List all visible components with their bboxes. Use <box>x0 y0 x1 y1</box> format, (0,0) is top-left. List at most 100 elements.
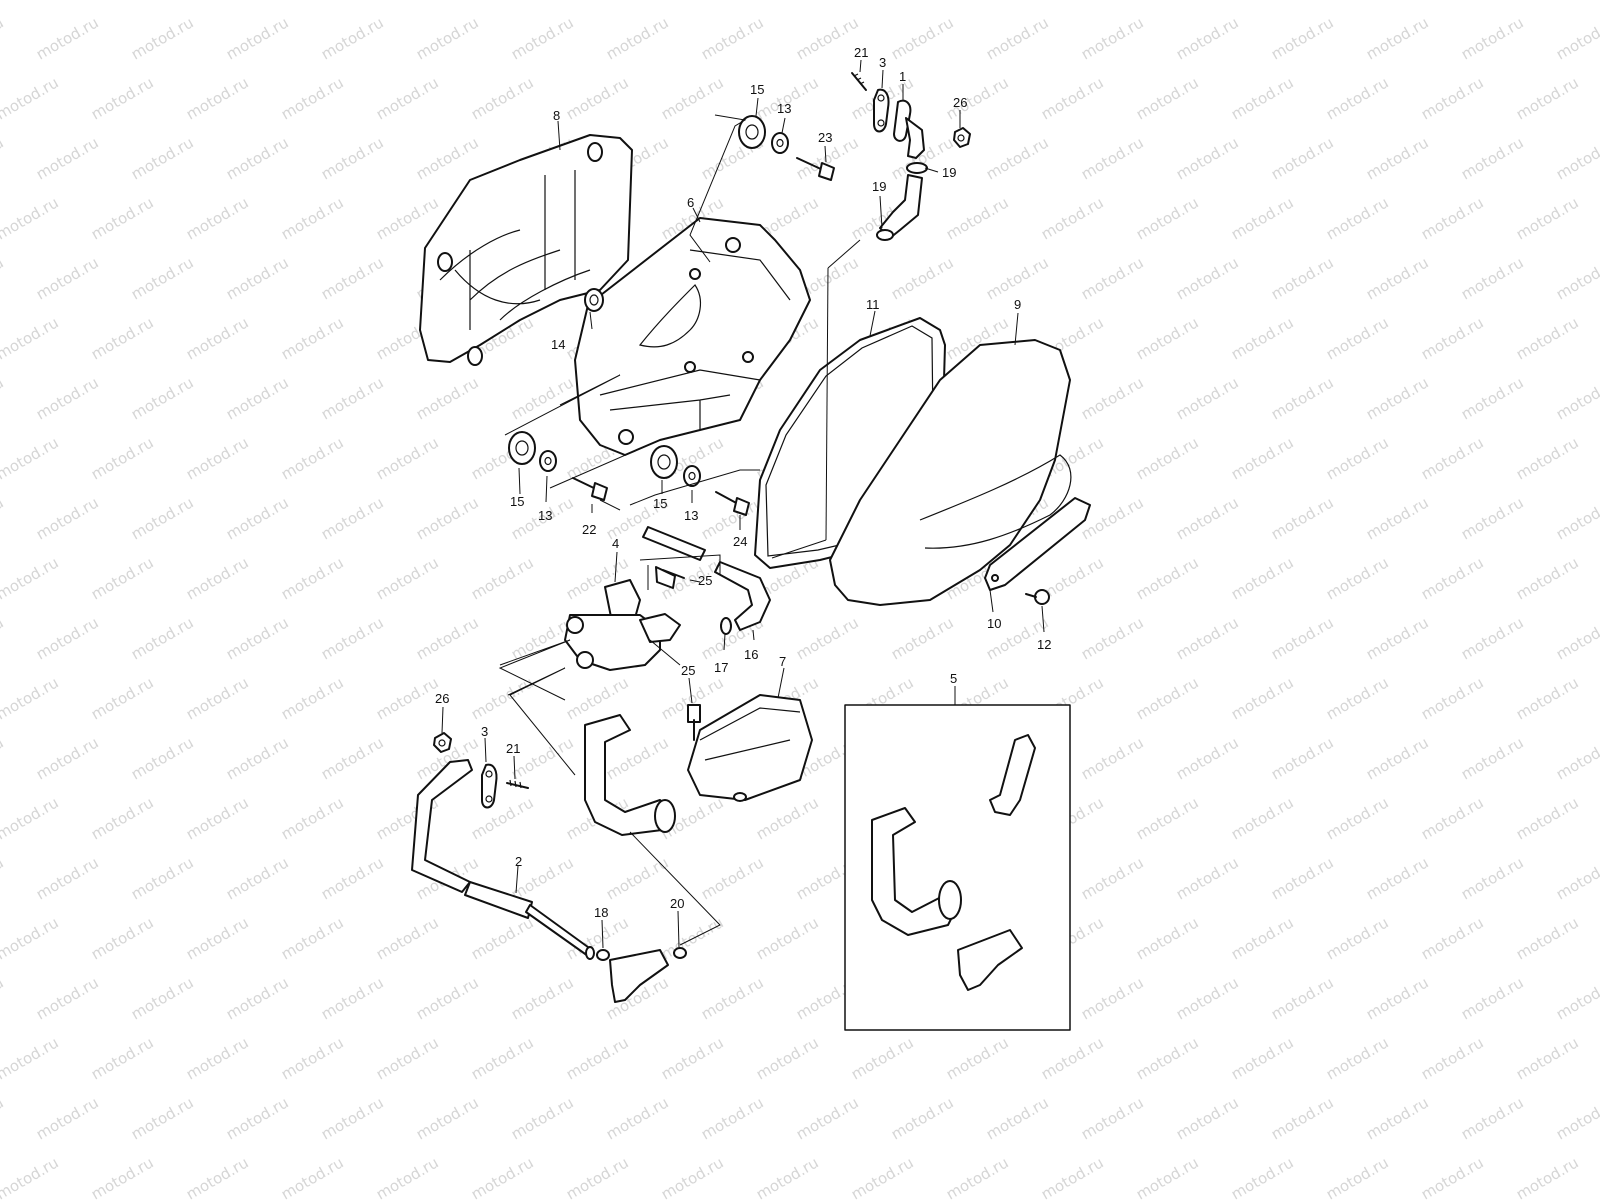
watermark-text: motod.ru <box>1363 973 1432 1023</box>
watermark-text: motod.ru <box>1268 253 1337 303</box>
part-2-pipe <box>411 759 595 960</box>
watermark-text: motod.ru <box>983 13 1052 63</box>
watermark-text: motod.ru <box>1038 1153 1107 1200</box>
watermark-text: motod.ru <box>1228 913 1297 963</box>
watermark-text: motod.ru <box>183 913 252 963</box>
watermark-text: motod.ru <box>1078 613 1147 663</box>
watermark-text: motod.ru <box>888 253 957 303</box>
watermark-text: motod.ru <box>223 133 292 183</box>
part-1-flange-pipe <box>893 99 925 159</box>
watermark-text: motod.ru <box>0 613 7 663</box>
watermark-text: motod.ru <box>1173 853 1242 903</box>
watermark-text: motod.ru <box>278 793 347 843</box>
watermark-text: motod.ru <box>0 253 7 303</box>
watermark-text: motod.ru <box>1173 253 1242 303</box>
callout-16: 16 <box>744 647 758 662</box>
callout-8: 8 <box>553 108 560 123</box>
watermark-text: motod.ru <box>318 373 387 423</box>
watermark-text: motod.ru <box>413 133 482 183</box>
callout-10: 10 <box>987 616 1001 631</box>
watermark-text: motod.ru <box>33 13 102 63</box>
watermark-text: motod.ru <box>88 313 157 363</box>
watermark-text: motod.ru <box>373 553 442 603</box>
watermark-text: motod.ru <box>1268 973 1337 1023</box>
callout-labels: 21 3 1 26 15 13 23 19 19 8 6 14 11 9 15 … <box>435 45 1051 920</box>
watermark-text: motod.ru <box>128 253 197 303</box>
watermark-text: motod.ru <box>753 793 822 843</box>
watermark-text: motod.ru <box>1173 733 1242 783</box>
callout-24: 24 <box>733 534 747 549</box>
part-small-hose-bottom <box>609 949 669 1003</box>
watermark-text: motod.ru <box>603 1093 672 1143</box>
part-7-canister <box>687 694 813 802</box>
watermark-text: motod.ru <box>33 373 102 423</box>
watermark-text: motod.ru <box>223 253 292 303</box>
watermark-text: motod.ru <box>1268 133 1337 183</box>
watermark-text: motod.ru <box>1418 1153 1487 1200</box>
part-14-grommet <box>584 288 604 312</box>
watermark-text: motod.ru <box>1228 673 1297 723</box>
watermark-text: motod.ru <box>318 733 387 783</box>
watermark-text: motod.ru <box>223 493 292 543</box>
watermark-text: motod.ru <box>33 613 102 663</box>
watermark-text: motod.ru <box>1418 313 1487 363</box>
watermark-text: motod.ru <box>278 913 347 963</box>
watermark-text: motod.ru <box>128 853 197 903</box>
watermark-text: motod.ru <box>753 1033 822 1083</box>
watermark-text: motod.ru <box>1553 13 1600 63</box>
part-25-bolt-upper <box>655 566 685 589</box>
callout-13: 13 <box>777 101 791 116</box>
watermark-text: motod.ru <box>1228 313 1297 363</box>
watermark-text: motod.ru <box>0 853 7 903</box>
callout-25: 25 <box>681 663 695 678</box>
watermark-text: motod.ru <box>603 13 672 63</box>
watermark-text: motod.ru <box>1228 553 1297 603</box>
part-26-nut-top <box>953 127 971 148</box>
watermark-text: motod.ru <box>183 673 252 723</box>
watermark-text: motod.ru <box>888 613 957 663</box>
watermark-text: motod.ru <box>1133 673 1202 723</box>
watermark-text: motod.ru <box>1078 133 1147 183</box>
watermark-text: motod.ru <box>983 1093 1052 1143</box>
callout-6: 6 <box>687 195 694 210</box>
watermark-text: motod.ru <box>1323 1153 1392 1200</box>
watermark-text: motod.ru <box>1323 673 1392 723</box>
watermark-text: motod.ru <box>128 373 197 423</box>
watermark-text: motod.ru <box>183 1153 252 1200</box>
watermark-text: motod.ru <box>0 493 7 543</box>
watermark-text: motod.ru <box>468 0 537 3</box>
watermark-text: motod.ru <box>658 1153 727 1200</box>
watermark-text: motod.ru <box>1038 193 1107 243</box>
watermark-text: motod.ru <box>223 853 292 903</box>
watermark-text: motod.ru <box>1513 793 1582 843</box>
part-21-stud-top <box>851 72 867 91</box>
part-20-clamp <box>673 947 687 959</box>
watermark-text: motod.ru <box>0 0 62 3</box>
watermark-text: motod.ru <box>698 13 767 63</box>
watermark-text: motod.ru <box>1268 1093 1337 1143</box>
watermark-text: motod.ru <box>373 1153 442 1200</box>
part-16-hose <box>714 561 771 631</box>
watermark-text: motod.ru <box>0 913 62 963</box>
watermark-text: motod.ru <box>1513 193 1582 243</box>
watermark-text: motod.ru <box>413 973 482 1023</box>
callout-20: 20 <box>670 896 684 911</box>
watermark-text: motod.ru <box>318 1093 387 1143</box>
watermark-text: motod.ru <box>1418 0 1487 3</box>
watermark-text: motod.ru <box>88 433 157 483</box>
watermark-text: motod.ru <box>0 1033 62 1083</box>
part-19-clamp-upper <box>906 162 928 174</box>
watermark-text: motod.ru <box>1078 13 1147 63</box>
watermark-text: motod.ru <box>413 13 482 63</box>
watermark-text: motod.ru <box>1418 673 1487 723</box>
callout-21: 21 <box>854 45 868 60</box>
watermark-text: motod.ru <box>373 193 442 243</box>
watermark-text: motod.ru <box>318 13 387 63</box>
watermark-text: motod.ru <box>1323 553 1392 603</box>
watermark-text: motod.ru <box>1513 73 1582 123</box>
watermark-text: motod.ru <box>1553 853 1600 903</box>
watermark-text: motod.ru <box>1078 253 1147 303</box>
watermark-text: motod.ru <box>508 1093 577 1143</box>
callout-15: 15 <box>510 494 524 509</box>
